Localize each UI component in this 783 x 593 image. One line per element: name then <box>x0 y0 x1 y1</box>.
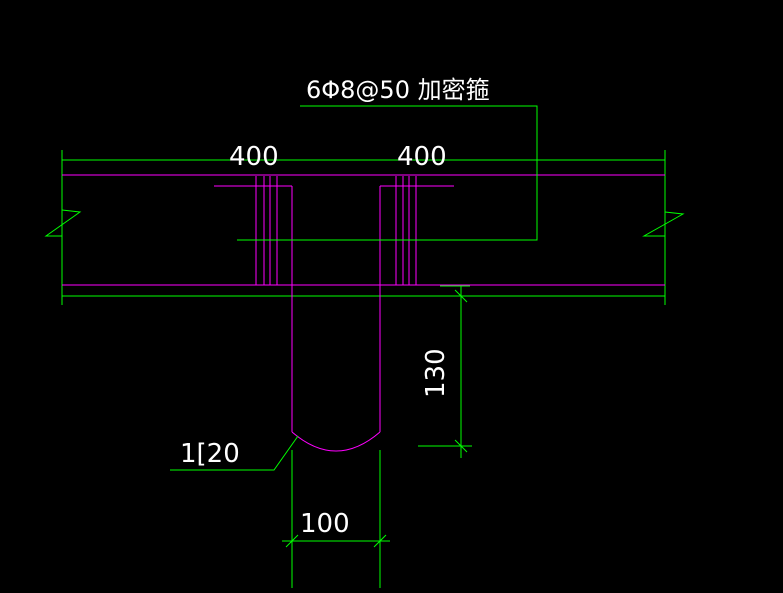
stirrup-group-left <box>214 176 293 285</box>
dim-vertical <box>418 285 472 458</box>
dim-left-zone-text: 400 <box>229 142 279 172</box>
beam-outline <box>44 150 685 305</box>
section-label-text: 1[20 <box>180 439 240 469</box>
break-mark-right <box>642 211 685 237</box>
dim-right-zone-text: 400 <box>397 142 447 172</box>
stirrup-note-text: 6Φ8@50 加密箍 <box>306 76 490 104</box>
stirrup-note-leader <box>237 105 538 241</box>
dim-width <box>282 450 390 588</box>
channel-bottom-arc <box>291 431 381 452</box>
stirrup-group-right <box>379 176 454 285</box>
section-label-leader <box>170 435 299 471</box>
dim-width-text: 100 <box>300 509 350 539</box>
longitudinal-rebar <box>62 174 665 286</box>
channel-hanger <box>291 285 381 452</box>
dim-vertical-text: 130 <box>421 348 451 398</box>
break-mark-left <box>44 209 82 237</box>
